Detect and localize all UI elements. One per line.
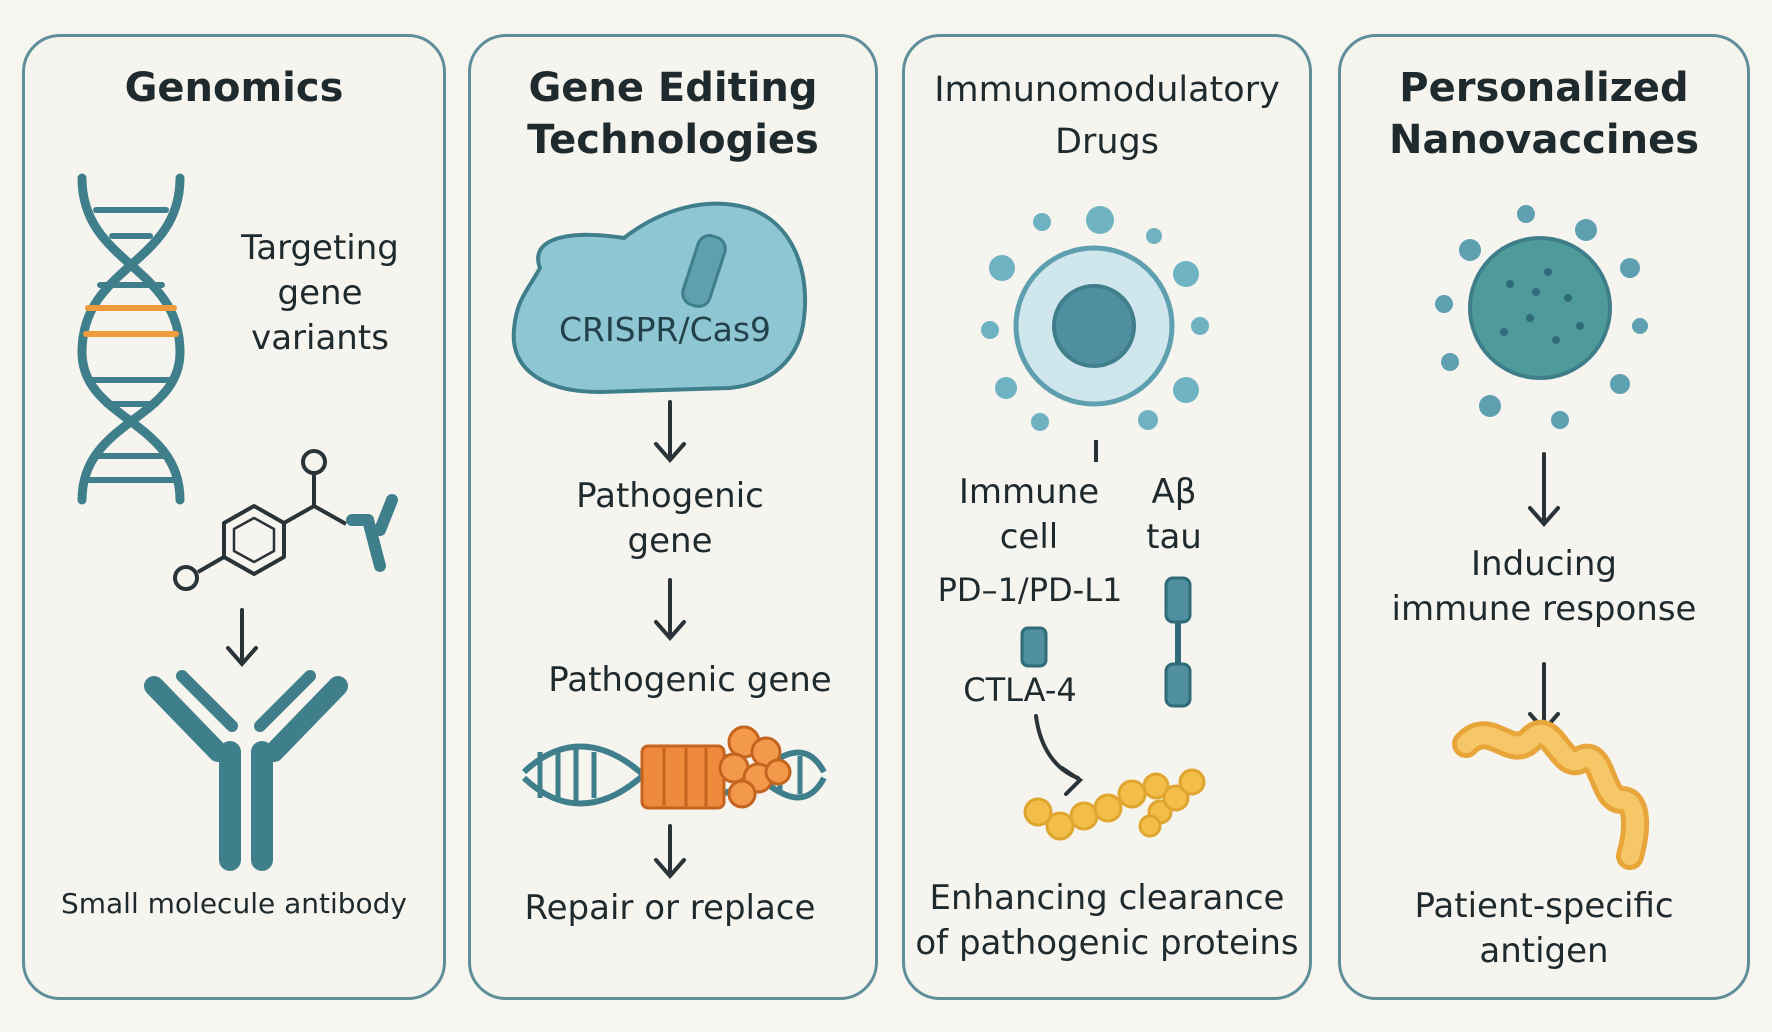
receptor-icon bbox=[1020, 576, 1192, 708]
step-patient-specific-antigen: Patient-specific antigen bbox=[1414, 886, 1674, 971]
immune-cell-label: Immune cell bbox=[958, 472, 1100, 557]
checkpoint-pd1-label: PD–1/PD-L1 bbox=[937, 571, 1123, 609]
arrow-down-icon bbox=[654, 824, 686, 880]
dna-helix-icon bbox=[77, 173, 185, 505]
panel-title-nanovaccines: Personalized Nanovaccines bbox=[1388, 65, 1700, 163]
panel-gene-editing bbox=[468, 34, 878, 1000]
curved-arrow-icon bbox=[1034, 714, 1084, 796]
dna-repair-icon bbox=[521, 725, 827, 810]
arrow-down-icon bbox=[226, 608, 258, 668]
enzyme-label: CRISPR/Cas9 bbox=[558, 310, 772, 349]
bottom-label-genomics: Small molecule antibody bbox=[60, 887, 408, 920]
crispr-cas9-icon bbox=[511, 201, 808, 395]
step-repair-or-replace: Repair or replace bbox=[524, 888, 816, 928]
arrow-down-icon bbox=[654, 400, 686, 464]
protein-aggregate-icon bbox=[1023, 768, 1206, 841]
arrow-down-icon bbox=[654, 578, 686, 642]
panel-immunomodulatory bbox=[902, 34, 1312, 1000]
checkpoint-ctla4-label: CTLA-4 bbox=[963, 671, 1077, 709]
nanovaccine-icon bbox=[1435, 205, 1648, 429]
immune-cell-icon bbox=[981, 206, 1209, 431]
panel-title-genomics: Genomics bbox=[124, 65, 344, 111]
panel-title-immunomodulatory: Immunomodulatory Drugs bbox=[934, 70, 1280, 162]
antibody-icon bbox=[144, 670, 348, 871]
small-molecule-icon bbox=[173, 449, 347, 591]
dna-label: Targeting gene variants bbox=[241, 228, 399, 358]
antigen-icon bbox=[1452, 720, 1650, 870]
abeta-tau-label: Aβ tau bbox=[1146, 472, 1202, 557]
bottom-label-immunomodulatory: Enhancing clearance of pathogenic protei… bbox=[915, 878, 1299, 963]
step-pathogenic-gene-2: Pathogenic gene bbox=[548, 660, 832, 700]
step-pathogenic-gene-1: Pathogenic gene bbox=[576, 476, 764, 561]
antibody-small-icon bbox=[346, 494, 398, 572]
step-inducing-immune-response: Inducing immune response bbox=[1391, 544, 1697, 629]
panel-title-gene-editing: Gene Editing Technologies bbox=[527, 65, 819, 163]
arrow-down-icon bbox=[1528, 452, 1560, 528]
